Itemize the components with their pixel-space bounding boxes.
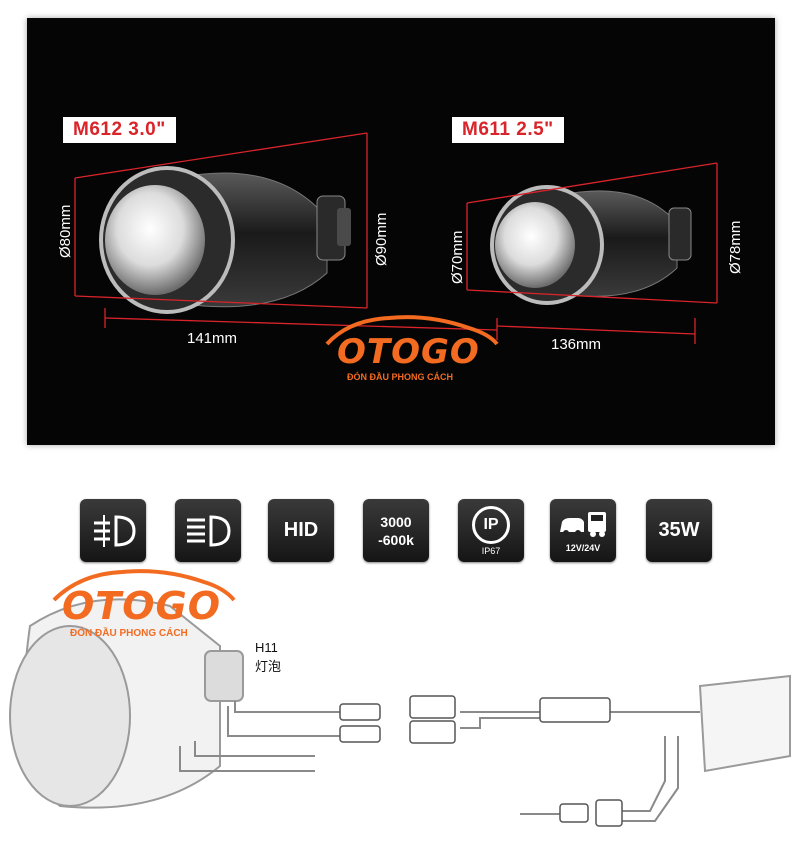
- ip-rating-block: IP IP67: [472, 505, 510, 556]
- projector-closeup: [9, 598, 244, 809]
- ballast-unit: [698, 674, 791, 773]
- dimension-lines-left: [74, 132, 498, 340]
- projector-m612: [99, 166, 351, 314]
- otogo-logo-corner: OTOGO ĐÓN ĐẦU PHONG CÁCH: [44, 566, 244, 646]
- color-temp-line1: 3000: [380, 513, 412, 530]
- model-tag-m612: M612 3.0": [63, 117, 176, 143]
- dim-m611-length: 136mm: [551, 336, 602, 353]
- product-dimension-panel: M612 3.0" M611 2.5" Ø80mm Ø90mm 141mm Ø7…: [27, 18, 775, 445]
- low-beam-feature: [175, 499, 241, 562]
- dimension-lines-right: [466, 162, 718, 344]
- bulb-label: H11: [255, 640, 278, 655]
- car-silhouette-icon: [325, 315, 499, 346]
- connectors: [339, 695, 623, 827]
- color-temp-feature: 3000 -600k: [363, 499, 429, 562]
- dim-m612-front-diameter: Ø80mm: [57, 204, 74, 258]
- power-label: 35W: [658, 519, 700, 541]
- voltage-label: 12V/24V: [565, 543, 601, 553]
- color-temp-label: 3000 -600k: [378, 513, 414, 549]
- model-tag-m611: M611 2.5": [452, 117, 564, 143]
- voltage-block: 12V/24V: [556, 508, 610, 553]
- otogo-logo-center: OTOGO ĐÓN ĐẦU PHONG CÁCH: [319, 310, 509, 390]
- power-feature: 35W: [646, 499, 712, 562]
- projector-m611: [490, 185, 692, 305]
- car-silhouette-icon-2: [52, 569, 236, 602]
- wiring-diagram: [9, 598, 791, 827]
- dim-m612-back-diameter: Ø90mm: [373, 212, 390, 266]
- hid-feature: HID: [268, 499, 334, 562]
- wires: [179, 701, 700, 822]
- hid-label: HID: [283, 519, 319, 541]
- color-temp-line2: -600k: [378, 531, 414, 548]
- logo-slogan: ĐÓN ĐẦU PHONG CÁCH: [347, 372, 454, 382]
- car-truck-icon: [560, 512, 606, 537]
- voltage-feature: 12V/24V: [550, 499, 616, 562]
- ip-circle-icon: IP: [472, 505, 510, 544]
- logo-word: OTOGO: [337, 332, 480, 372]
- dim-m611-back-diameter: Ø78mm: [727, 220, 744, 274]
- ip-rating-feature: IP IP67: [458, 499, 524, 562]
- logo-slogan-2: ĐÓN ĐẦU PHONG CÁCH: [70, 628, 188, 639]
- logo-word-2: OTOGO: [62, 584, 222, 628]
- low-beam-icon: [187, 514, 231, 547]
- fog-light-icon: [94, 514, 136, 547]
- bulb-sub-label: 灯泡: [255, 659, 282, 674]
- dimension-drawing: [74, 132, 718, 344]
- fog-light-feature: [80, 499, 146, 562]
- dim-m612-length: 141mm: [187, 330, 238, 347]
- ip-rating-label: IP67: [481, 545, 501, 556]
- dim-m611-front-diameter: Ø70mm: [449, 230, 466, 284]
